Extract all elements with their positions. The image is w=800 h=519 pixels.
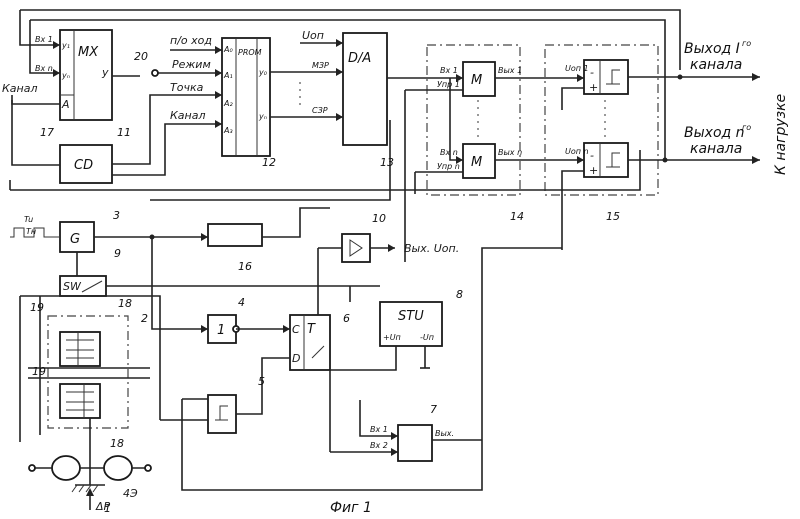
output-n-line-a: Выход n [684,125,745,141]
output-n-line-b: канала [690,141,742,157]
ref-9: 9 [114,247,121,260]
ref-16: 16 [238,260,252,273]
prom-yn: yₙ [258,112,267,121]
mx-input-n: Bx n [35,64,53,73]
tff-c: C [292,323,300,336]
inverter-label: 1 [217,323,225,338]
output-1-sup: го [742,39,751,48]
ref-5: 5 [258,375,265,388]
schmitt-5-block [208,395,236,433]
switch-label: SW [63,280,82,293]
compn-plus: + [589,164,598,177]
ref-20: 20 [134,50,148,63]
mn-out-label: Bых n [498,148,522,157]
mx-yn: yₙ [61,71,70,80]
m1-label: M [471,73,482,88]
load-label: К нагрузке [773,94,789,175]
comp1-plus: + [589,81,598,94]
ref-17: 17 [40,126,54,139]
tff-t: T [307,322,316,337]
stu-label: STU [398,309,424,324]
stu-plus: +Uп [383,333,401,342]
tochka-label: Точка [170,81,204,94]
m1-in-label: Bx 1 [440,66,458,75]
uon1-label: Uоп 1 [565,64,589,73]
da-block [343,33,387,145]
mx-y: y [101,66,109,79]
prom-a0: A₀ [223,45,233,54]
compn-minus: - [590,149,594,162]
prom-a2: A₂ [223,99,233,108]
block7-out: Bых. [435,429,454,438]
szr-label: СЗР [312,106,328,115]
ref-19-b: 19 [32,365,46,378]
output-1-line-a: Выход I [684,41,740,57]
block-16 [208,224,262,246]
mx-a: A [61,98,70,111]
figure-caption: Фиг 1 [330,500,372,516]
sensor-coil-19b [60,384,100,418]
generator-label: G [70,232,80,247]
sensor-label: 4Э [123,487,138,500]
comp1-minus: - [590,66,594,79]
ref-10: 10 [372,212,386,225]
sensor-ring-right [104,456,132,480]
kanal-left-label: Канал [2,82,38,95]
buffer-10-block [342,234,370,262]
ref-18-a: 18 [118,297,132,310]
block7-in1: Bx 1 [370,425,388,434]
da-label: D/A [348,51,371,66]
prom-label: PROM [238,48,262,57]
p-o-xod-label: п/о ход [170,34,212,47]
mx-y1: y₁ [61,41,70,50]
tff-d: D [292,352,300,365]
ref-13: 13 [380,156,394,169]
ref-1: 1 [104,502,111,515]
mn-in-label: Bx n [440,148,458,157]
block7-in2: Bx 2 [370,441,388,450]
uon-label: Uоп [302,29,324,42]
mx-input-1: Bx 1 [35,35,53,44]
ref-19-a: 19 [30,301,44,314]
block-7 [398,425,432,461]
output-n-sup: го [742,123,751,132]
ref-6: 6 [343,312,350,325]
m1-out-label: Bых 1 [498,66,522,75]
m1-ctrl-label: Упр 1 [437,80,460,89]
prom-a3: A₃ [223,126,233,135]
cd-label: CD [74,158,93,173]
sensor-coil-19a [60,332,100,366]
tn-label: Tн [26,227,36,236]
mn-label: M [471,155,482,170]
output-1-line-b: канала [690,57,742,73]
mzr-label: МЗР [312,61,329,70]
tu-label: Tu [24,215,33,224]
vyx-uon-label: Bых. Uоп. [404,242,459,255]
ref-14: 14 [510,210,524,223]
ref-2: 2 [141,312,148,325]
mn-ctrl-label: Упр n [437,162,460,171]
ref-4: 4 [238,296,245,309]
rezhim-label: Режим [172,58,211,71]
ref-12: 12 [262,156,276,169]
stu-minus: -Uп [420,333,434,342]
ref-11: 11 [117,126,131,139]
ref-7: 7 [430,403,437,416]
sensor-ring-left [52,456,80,480]
ref-18-b: 18 [110,437,124,450]
kanal-prom-label: Канал [170,109,206,122]
prom-y0: y₀ [258,68,268,77]
mx-label: MX [78,45,99,60]
ref-8: 8 [456,288,463,301]
ref-3: 3 [113,209,120,222]
prom-a1: A₁ [223,71,233,80]
uonn-label: Uоп n [565,147,589,156]
ref-15: 15 [606,210,620,223]
